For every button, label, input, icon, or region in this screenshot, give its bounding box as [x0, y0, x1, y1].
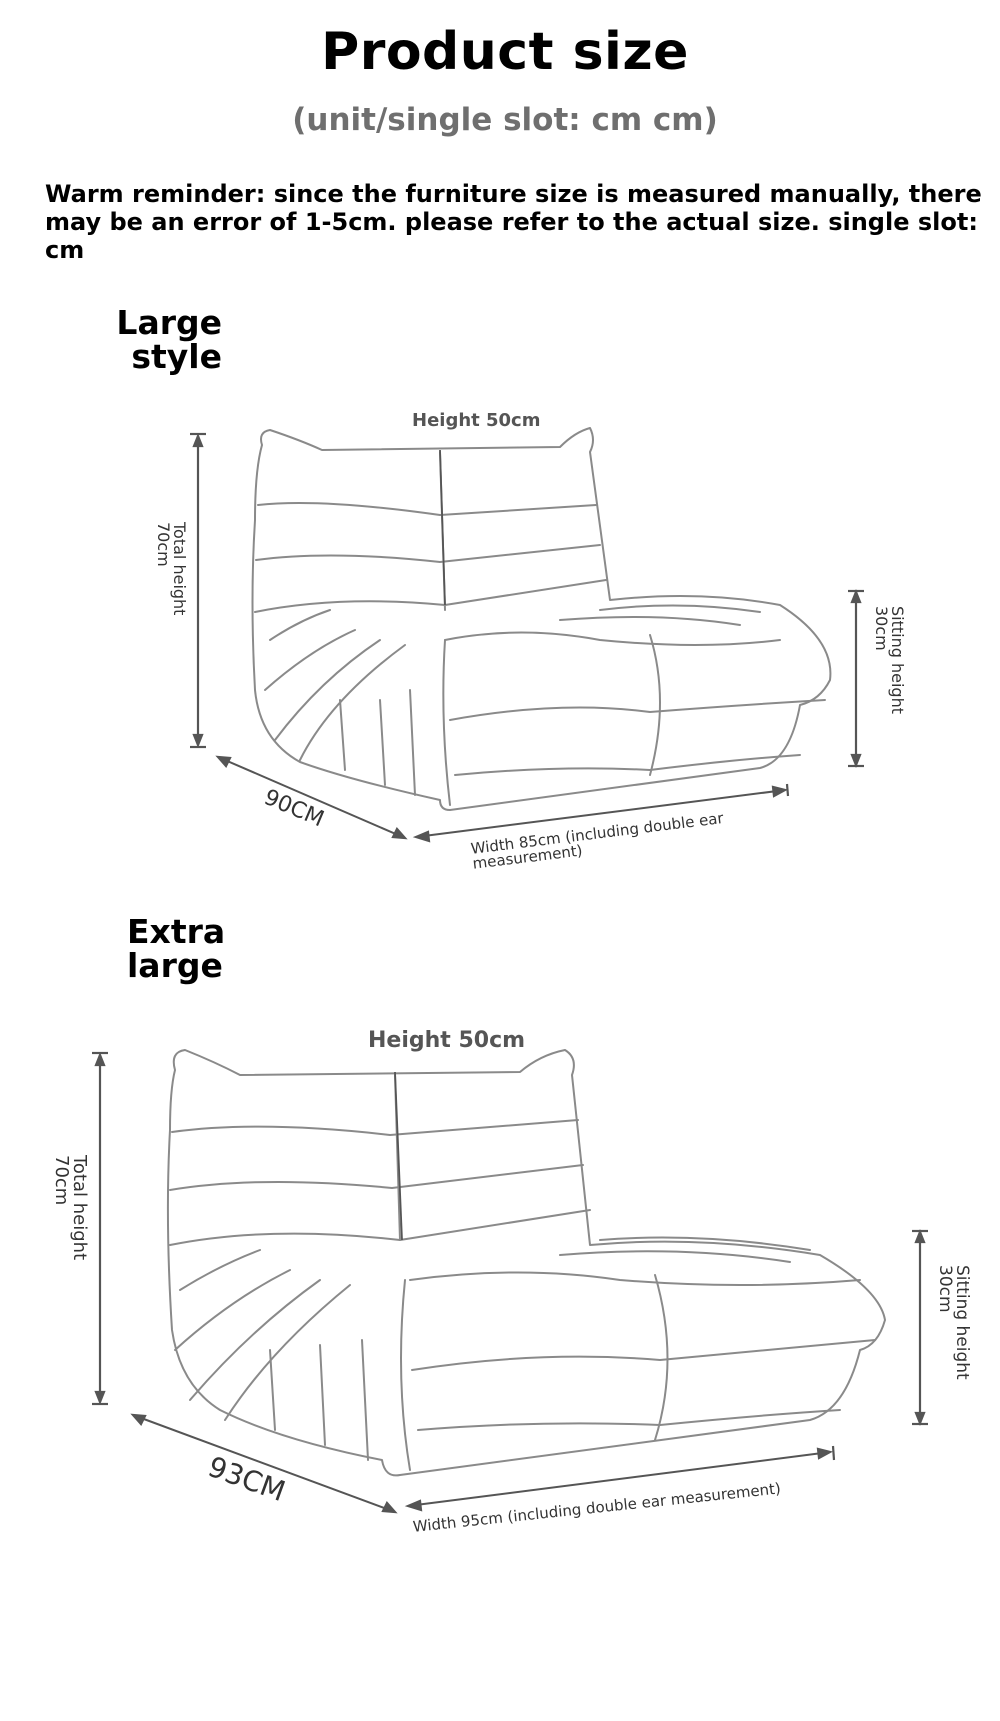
label-line: Total height	[69, 1155, 90, 1261]
label-line: Sitting height	[888, 606, 907, 714]
sitting-height-label-large: Sitting height 30cm	[872, 606, 907, 714]
backrest-height-label: Height 50cm	[412, 410, 541, 431]
total-height-label-xl: Total height 70cm	[51, 1155, 90, 1261]
label-line: 30cm	[935, 1265, 955, 1313]
total-height-label-large: Total height 70cm	[154, 522, 189, 616]
label-line: 70cm	[154, 522, 173, 567]
section-label-line: Extra	[127, 912, 226, 951]
sitting-height-label-xl: Sitting height 30cm	[935, 1265, 972, 1380]
warm-reminder: Warm reminder: since the furniture size …	[45, 180, 995, 264]
reminder-line-1: Warm reminder: since the furniture size …	[45, 180, 982, 208]
section-label-line: style	[131, 337, 222, 376]
label-line: Total height	[170, 522, 189, 616]
label-line: Sitting height	[952, 1265, 972, 1380]
label-line: 70cm	[51, 1155, 72, 1206]
page-subtitle: (unit/single slot: cm cm)	[292, 102, 718, 138]
section-label-line: Large	[116, 303, 222, 342]
page-title: Product size	[321, 22, 689, 82]
section-label-large: Large style	[90, 306, 222, 374]
reminder-line-2: may be an error of 1-5cm. please refer t…	[45, 208, 978, 264]
section-label-extra-large: Extra large	[90, 915, 259, 983]
section-label-line: large	[127, 946, 223, 985]
backrest-height-label-xl: Height 50cm	[368, 1028, 526, 1053]
label-line: 30cm	[872, 606, 891, 651]
